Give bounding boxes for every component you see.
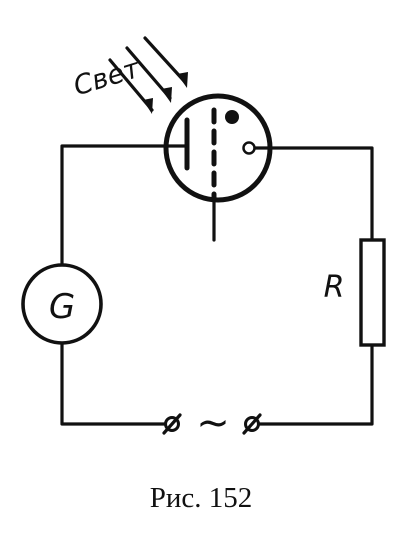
light-arrow-3 <box>143 36 188 88</box>
photocell <box>163 93 273 242</box>
light-arrow-2 <box>125 46 172 103</box>
resistor: R <box>324 238 386 347</box>
figure-caption: Рис. 152 <box>150 482 253 514</box>
circuit-wires <box>60 144 374 426</box>
galvanometer: G <box>21 263 103 345</box>
resistor-body <box>359 238 386 347</box>
ac-source: ~ <box>162 400 262 446</box>
photocell-open-contact <box>242 141 256 155</box>
ac-terminal-left <box>162 413 182 435</box>
light-arrow-1 <box>108 58 154 114</box>
ac-terminal-right <box>242 413 262 435</box>
galvanometer-label: G <box>49 287 75 327</box>
light-arrows <box>108 36 188 114</box>
photocell-filled-contact <box>225 110 239 124</box>
resistor-label: R <box>324 270 345 305</box>
galvanometer-circle <box>21 263 103 345</box>
light-label: Свет <box>70 53 144 103</box>
ac-symbol: ~ <box>196 400 230 446</box>
